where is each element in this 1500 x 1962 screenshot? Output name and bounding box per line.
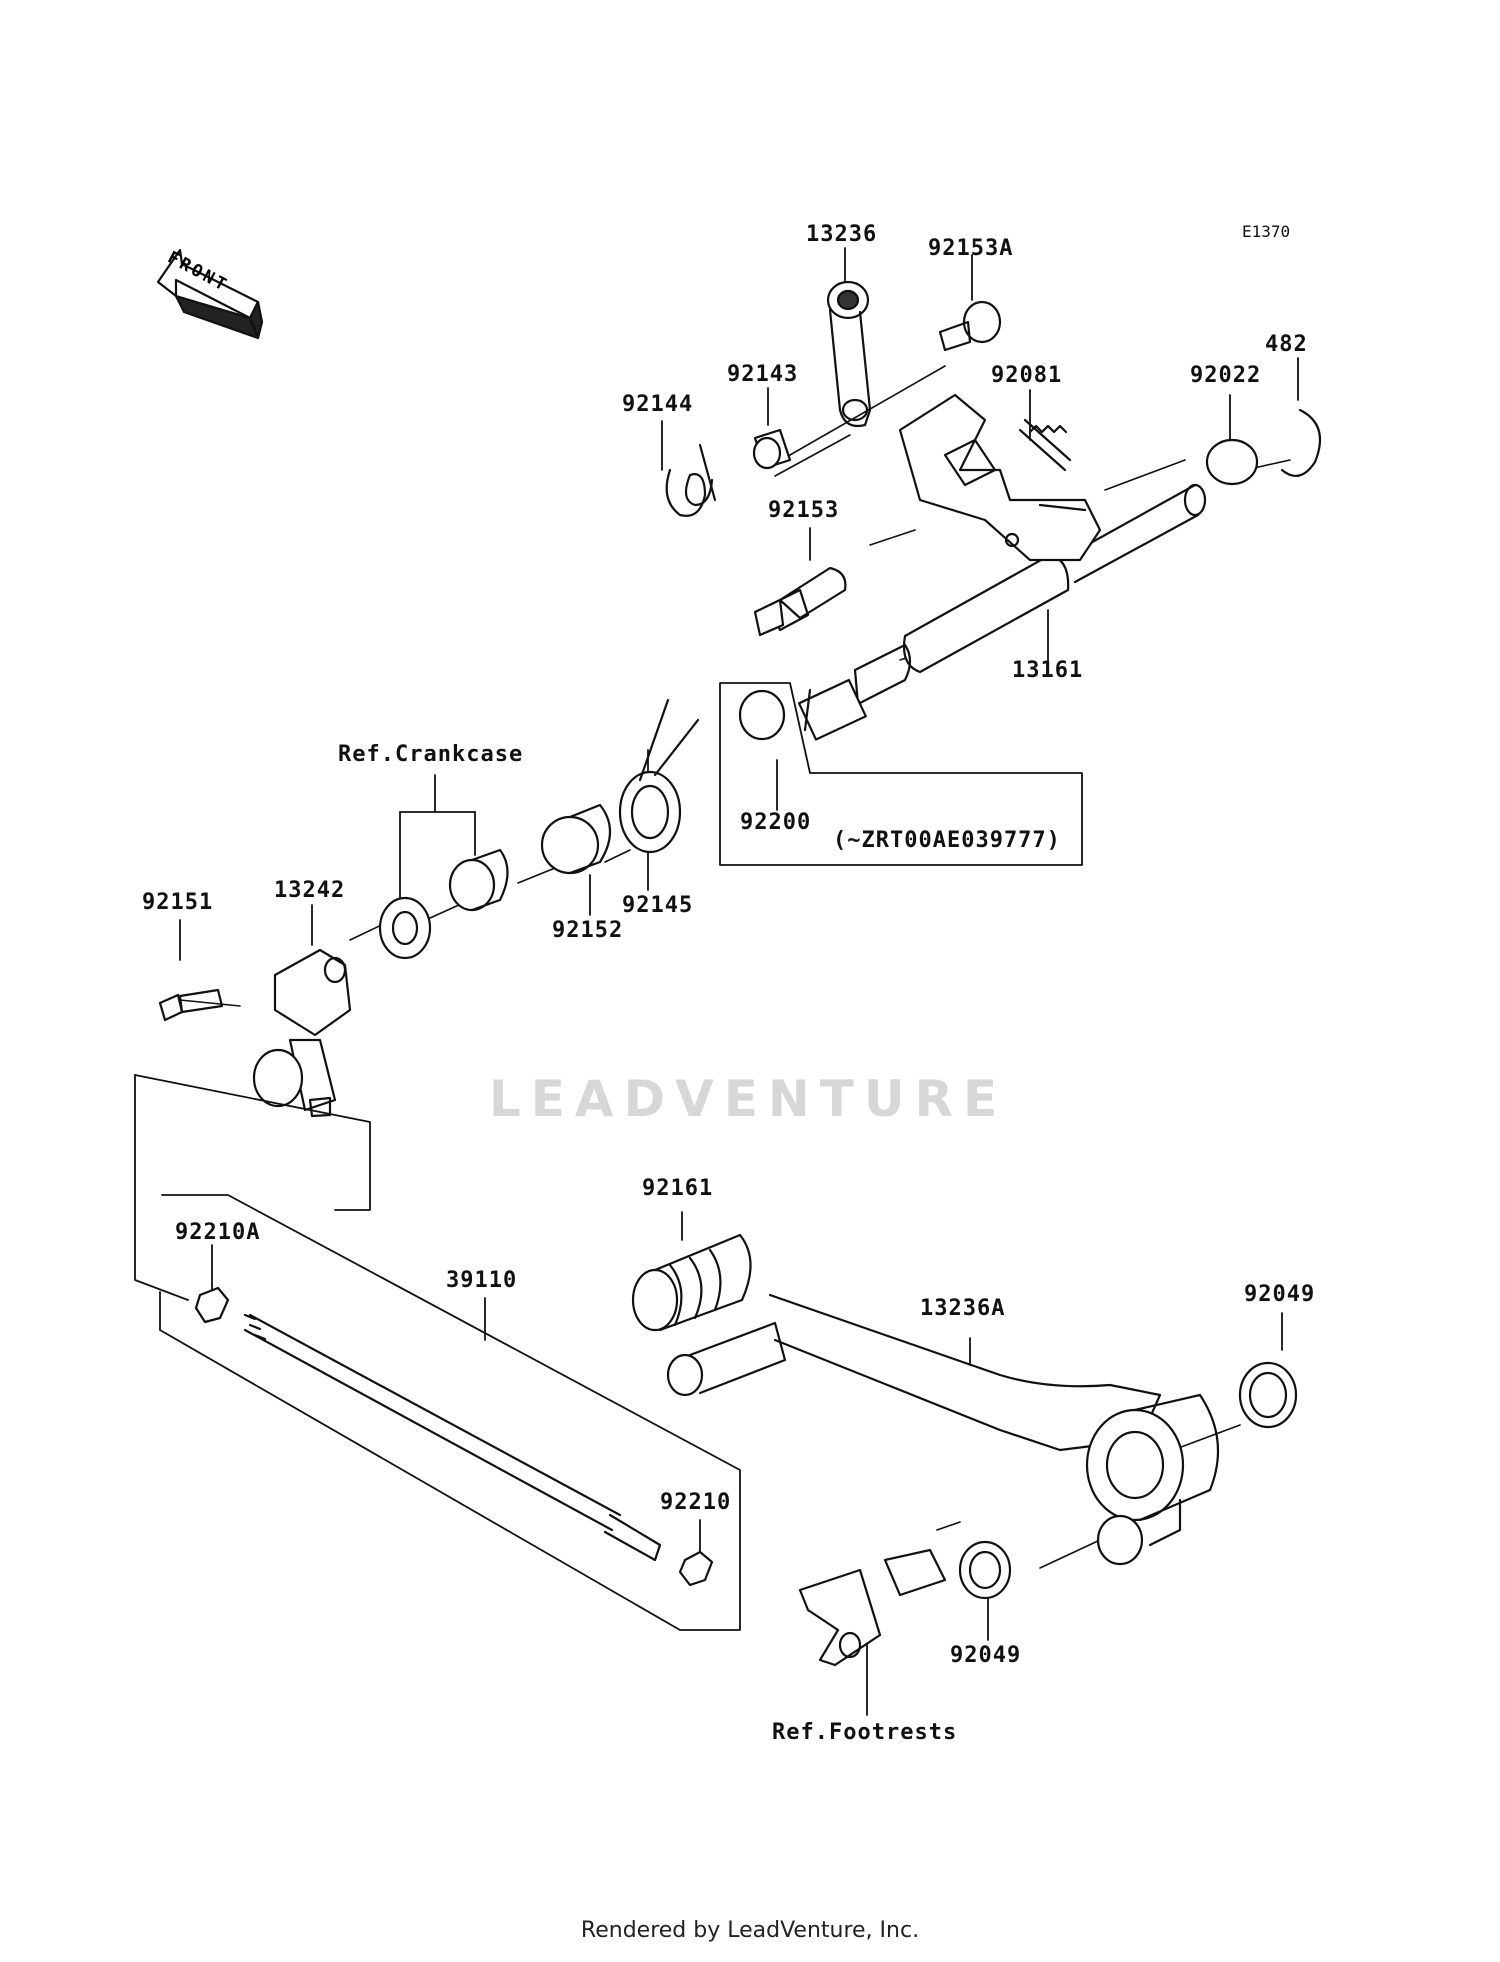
- part-label-482[interactable]: 482: [1265, 332, 1308, 357]
- bearing-crankcase: [448, 848, 509, 912]
- arm-13242: [252, 948, 352, 1118]
- ref-footrests-label[interactable]: Ref.Footrests: [772, 1720, 958, 1745]
- washer-92022: [1205, 438, 1259, 486]
- serial-note: (~ZRT00AE039777): [833, 828, 1061, 853]
- link-bracket-2: [134, 1074, 371, 1211]
- part-label-92143[interactable]: 92143: [727, 362, 799, 387]
- part-label-92210A[interactable]: 92210A: [175, 1220, 261, 1245]
- footrest-ref-part: [798, 1548, 947, 1667]
- part-label-92200[interactable]: 92200: [740, 810, 812, 835]
- watermark-text: LEADVENTURE: [488, 1070, 1008, 1128]
- serial-bracket: [719, 682, 1083, 866]
- rod-bracket: [159, 1194, 741, 1631]
- part-label-92153A[interactable]: 92153A: [928, 236, 1014, 261]
- seal-92049-top: [1238, 1361, 1298, 1429]
- part-label-92049-top[interactable]: 92049: [1244, 1282, 1316, 1307]
- pin-92153: [753, 566, 847, 637]
- spring-92081: [1018, 418, 1072, 472]
- footer-credit: Rendered by LeadVenture, Inc.: [580, 1918, 920, 1943]
- gear-shift-shaft-13161: [797, 393, 1207, 741]
- nut-92210A: [194, 1286, 230, 1324]
- rod-39110: [243, 1313, 662, 1562]
- part-label-13242[interactable]: 13242: [274, 878, 346, 903]
- part-label-92151[interactable]: 92151: [142, 890, 214, 915]
- shift-pedal-13236A: [666, 1293, 1220, 1566]
- part-label-92145[interactable]: 92145: [622, 893, 694, 918]
- rubber-92161: [631, 1233, 752, 1332]
- seal-crankcase: [378, 896, 432, 960]
- part-label-92144[interactable]: 92144: [622, 392, 694, 417]
- part-label-13161[interactable]: 13161: [1012, 658, 1084, 683]
- part-label-92022[interactable]: 92022: [1190, 363, 1262, 388]
- diagram-code: E1370: [1242, 222, 1291, 241]
- part-label-92049-bottom[interactable]: 92049: [950, 1643, 1022, 1668]
- seal-92049-bottom: [958, 1540, 1012, 1600]
- lever-13236: [826, 280, 872, 428]
- part-label-92152[interactable]: 92152: [552, 918, 624, 943]
- spring-92145: [618, 698, 700, 854]
- spring-92144: [665, 443, 717, 517]
- circlip-482: [1280, 408, 1322, 478]
- bolt-92153A: [938, 300, 1002, 352]
- bolt-92151: [158, 988, 224, 1022]
- part-label-92210[interactable]: 92210: [660, 1490, 732, 1515]
- part-label-13236[interactable]: 13236: [806, 222, 878, 247]
- collar-92143: [752, 428, 792, 470]
- leader-lines: [179, 247, 1299, 1716]
- link-bracket: [134, 1074, 189, 1301]
- part-label-92081[interactable]: 92081: [991, 363, 1063, 388]
- washer-92200: [738, 689, 786, 741]
- part-label-92161[interactable]: 92161: [642, 1176, 714, 1201]
- front-arrow-icon: [156, 248, 264, 340]
- ref-crankcase-label[interactable]: Ref.Crankcase: [338, 742, 524, 767]
- part-label-39110[interactable]: 39110: [446, 1268, 518, 1293]
- part-label-13236A[interactable]: 13236A: [920, 1296, 1006, 1321]
- collar-92152: [540, 803, 611, 875]
- nut-92210: [678, 1550, 714, 1587]
- part-label-92153[interactable]: 92153: [768, 498, 840, 523]
